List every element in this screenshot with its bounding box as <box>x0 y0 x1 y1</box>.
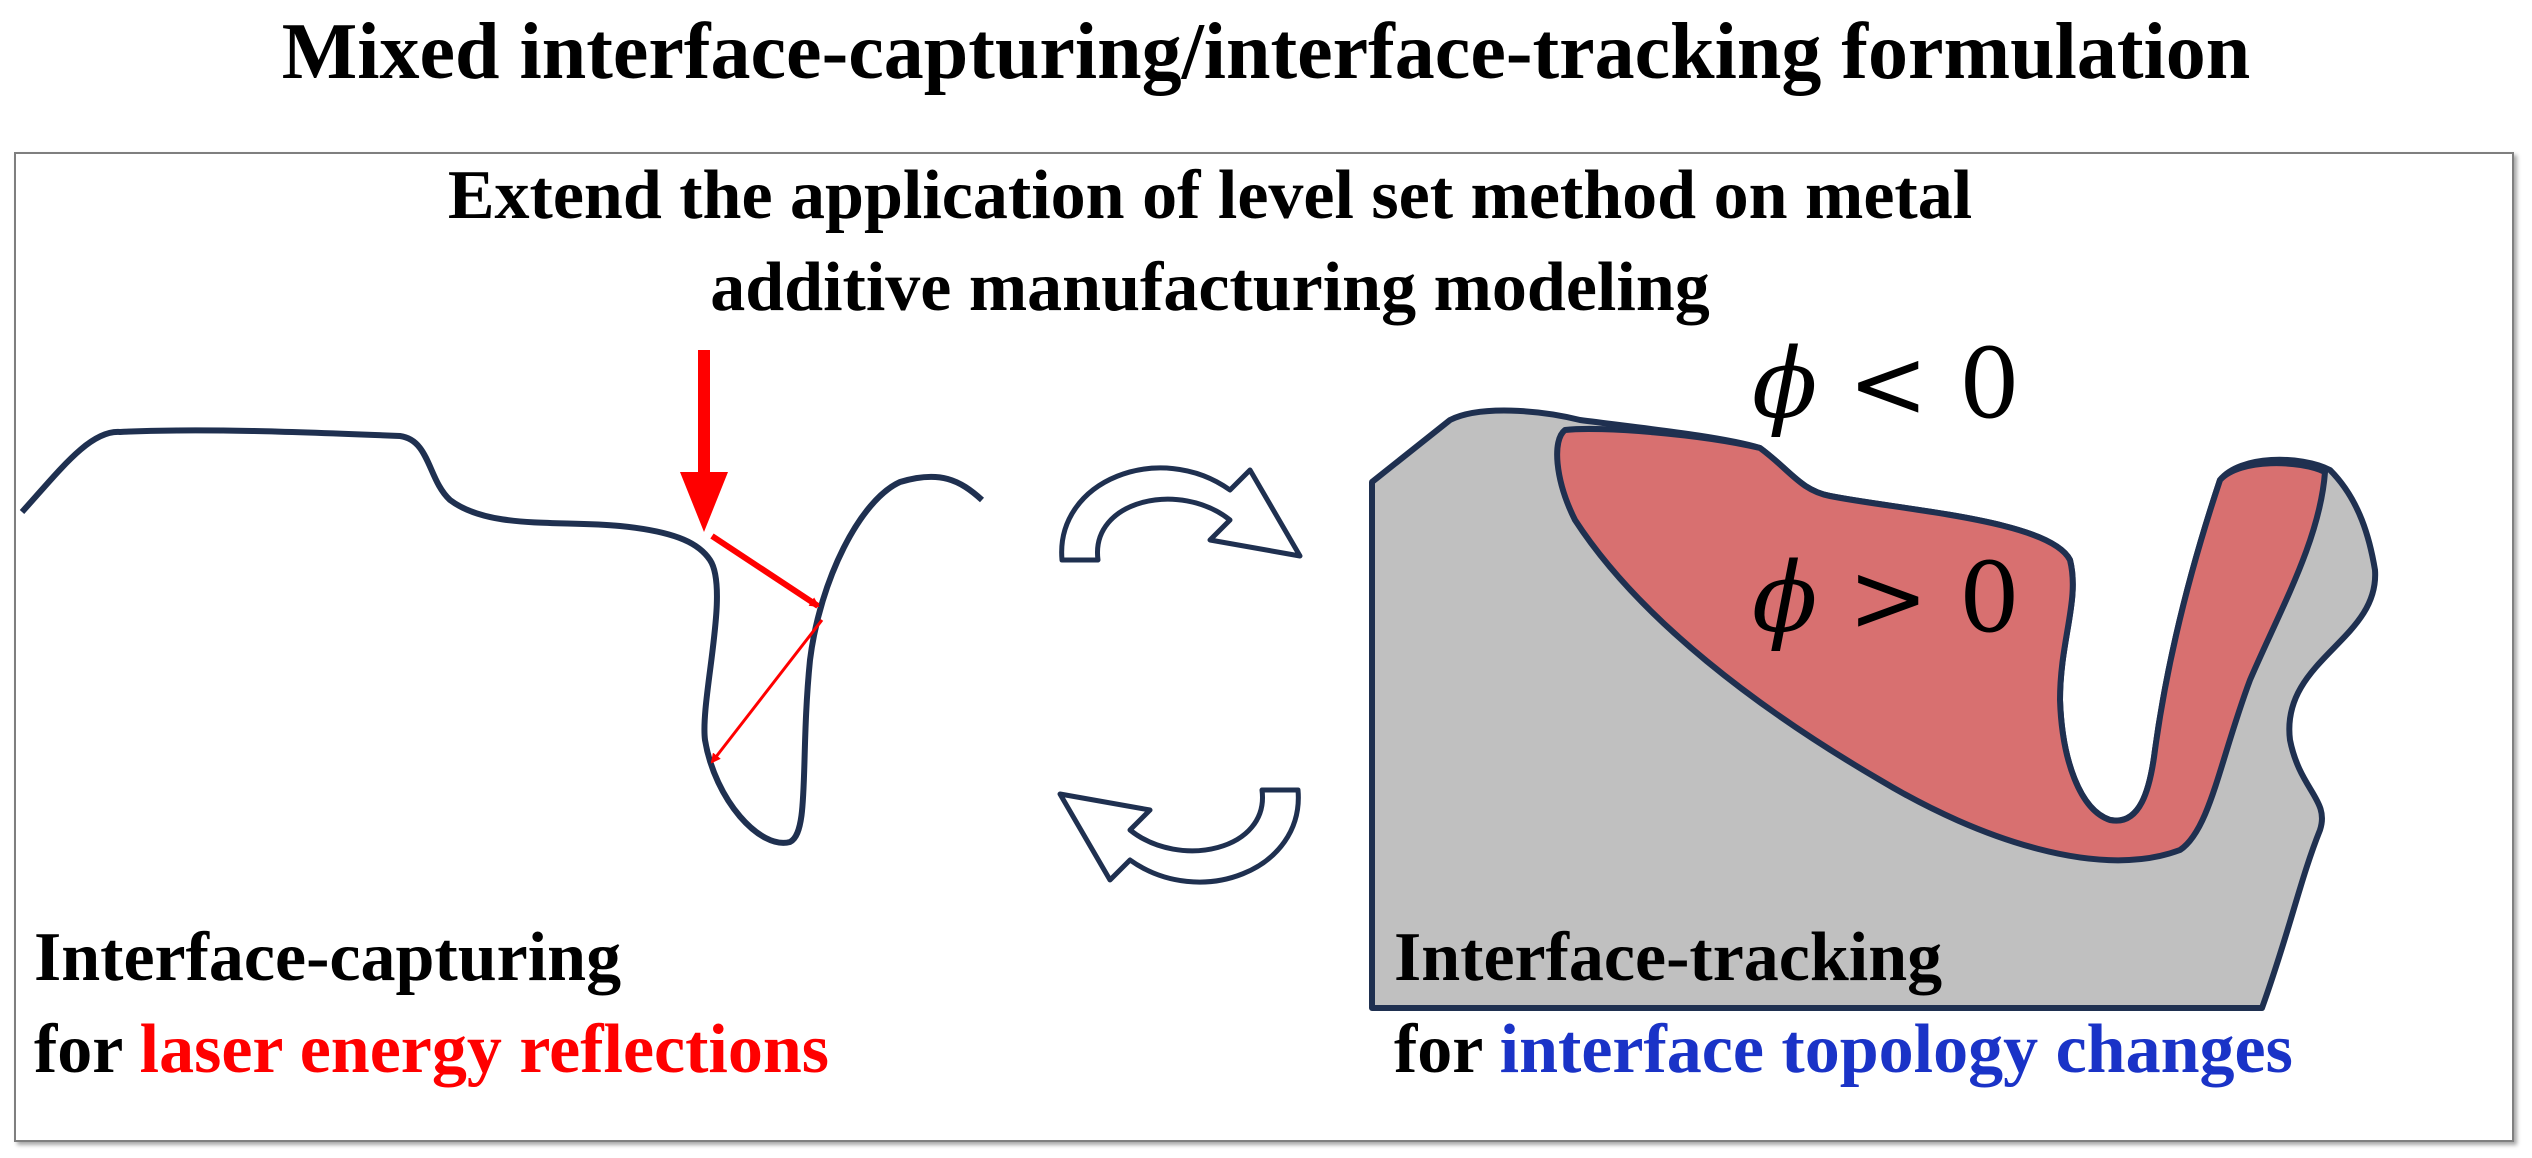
main-title: Mixed interface-capturing/interface-trac… <box>281 8 2251 96</box>
right-label-prefix: for <box>1394 1011 1483 1088</box>
laser-beam-arrowhead <box>680 472 728 532</box>
captured-interface-curve <box>19 427 985 846</box>
cycle-arrow-top-icon <box>1059 465 1303 563</box>
right-label-line-2: for interface topology changes <box>1394 1004 2293 1096</box>
phi-value: 0 <box>1958 328 2020 440</box>
right-label-line-1: Interface-tracking <box>1394 919 1943 996</box>
left-label: Interface-capturing for laser energy ref… <box>34 912 829 1096</box>
phi-negative-label: ϕ < 0 <box>1752 334 2020 434</box>
phi-positive-label: ϕ > 0 <box>1752 548 2020 648</box>
left-label-prefix: for <box>34 1011 123 1088</box>
phi-symbol: ϕ <box>1752 328 1818 440</box>
reflection-arrow-1 <box>710 533 820 609</box>
left-label-highlight: laser energy reflections <box>139 1011 830 1088</box>
phi-value: 0 <box>1958 542 2020 654</box>
left-label-line-1: Interface-capturing <box>34 919 622 996</box>
subtitle-line-2: additive manufacturing modeling <box>710 249 1710 326</box>
panel-subtitle: Extend the application of level set meth… <box>240 150 2180 334</box>
right-label-highlight: interface topology changes <box>1499 1011 2293 1088</box>
phi-symbol: ϕ <box>1752 542 1818 654</box>
phi-operator: < <box>1847 328 1929 440</box>
left-label-line-2: for laser energy reflections <box>34 1004 829 1096</box>
subtitle-line-1: Extend the application of level set meth… <box>447 157 1973 234</box>
cycle-arrow-bottom-icon <box>1057 787 1301 885</box>
melt-pool-region <box>1554 425 2328 864</box>
right-label: Interface-tracking for interface topolog… <box>1394 912 2293 1096</box>
phi-operator: > <box>1847 542 1929 654</box>
reflection-arrow-2 <box>710 619 824 764</box>
